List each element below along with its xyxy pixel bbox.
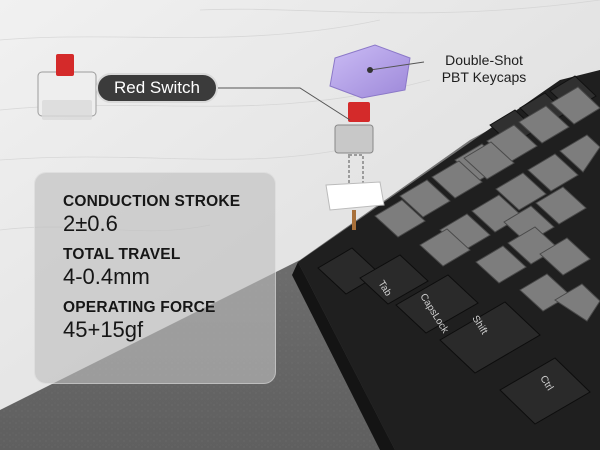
key xyxy=(495,172,547,211)
keycap-label-line2: PBT Keycaps xyxy=(441,69,527,85)
spec-value: 4-0.4mm xyxy=(63,264,150,289)
key xyxy=(535,186,587,225)
key xyxy=(374,199,426,238)
spec-conduction-stroke: CONDUCTION STROKE 2±0.6 xyxy=(63,193,275,237)
spec-total-travel: TOTAL TRAVEL 4-0.4mm xyxy=(63,246,275,290)
key xyxy=(559,134,600,173)
keycap-callout: Double-Shot PBT Keycaps xyxy=(424,52,544,86)
red-switch-stem xyxy=(56,54,74,76)
red-switch-label: Red Switch xyxy=(114,78,200,97)
key xyxy=(527,153,579,192)
key xyxy=(399,179,451,218)
spec-panel: CONDUCTION STROKE 2±0.6 TOTAL TRAVEL 4-0… xyxy=(34,172,276,384)
ctrl-key xyxy=(499,357,591,425)
switch-pins xyxy=(352,210,356,230)
switch-callout-line xyxy=(218,87,351,121)
key xyxy=(431,160,483,199)
spec-name: CONDUCTION STROKE xyxy=(63,193,241,210)
keyboard: Tab CapsLock Shift Ctrl xyxy=(292,70,600,450)
capslock-key xyxy=(395,274,479,334)
key xyxy=(463,141,515,180)
spec-name: OPERATING FORCE xyxy=(63,299,216,316)
switch-bottom-housing xyxy=(325,181,385,211)
callout-lines xyxy=(218,61,425,121)
key xyxy=(550,86,600,125)
key xyxy=(419,228,471,267)
shift-key xyxy=(439,301,541,374)
keyboard-case-edge xyxy=(292,262,395,450)
keycap-callout-dot xyxy=(367,67,373,73)
red-switch-callout: Red Switch xyxy=(96,73,218,103)
key xyxy=(554,283,600,322)
spec-name: TOTAL TRAVEL xyxy=(63,246,181,263)
spec-value: 45+15gf xyxy=(63,317,144,342)
red-switch-base xyxy=(42,100,92,120)
keycap-label-line1: Double-Shot xyxy=(445,52,523,68)
switch-top-housing xyxy=(334,124,374,154)
key xyxy=(518,105,570,144)
spec-operating-force: OPERATING FORCE 45+15gf xyxy=(63,299,275,343)
spec-value: 2±0.6 xyxy=(63,211,118,236)
key xyxy=(539,237,591,276)
key xyxy=(475,245,527,284)
tab-key xyxy=(359,254,429,305)
red-stem xyxy=(348,102,370,122)
keycap-callout-line xyxy=(369,61,425,71)
red-switch-photo xyxy=(37,54,97,120)
